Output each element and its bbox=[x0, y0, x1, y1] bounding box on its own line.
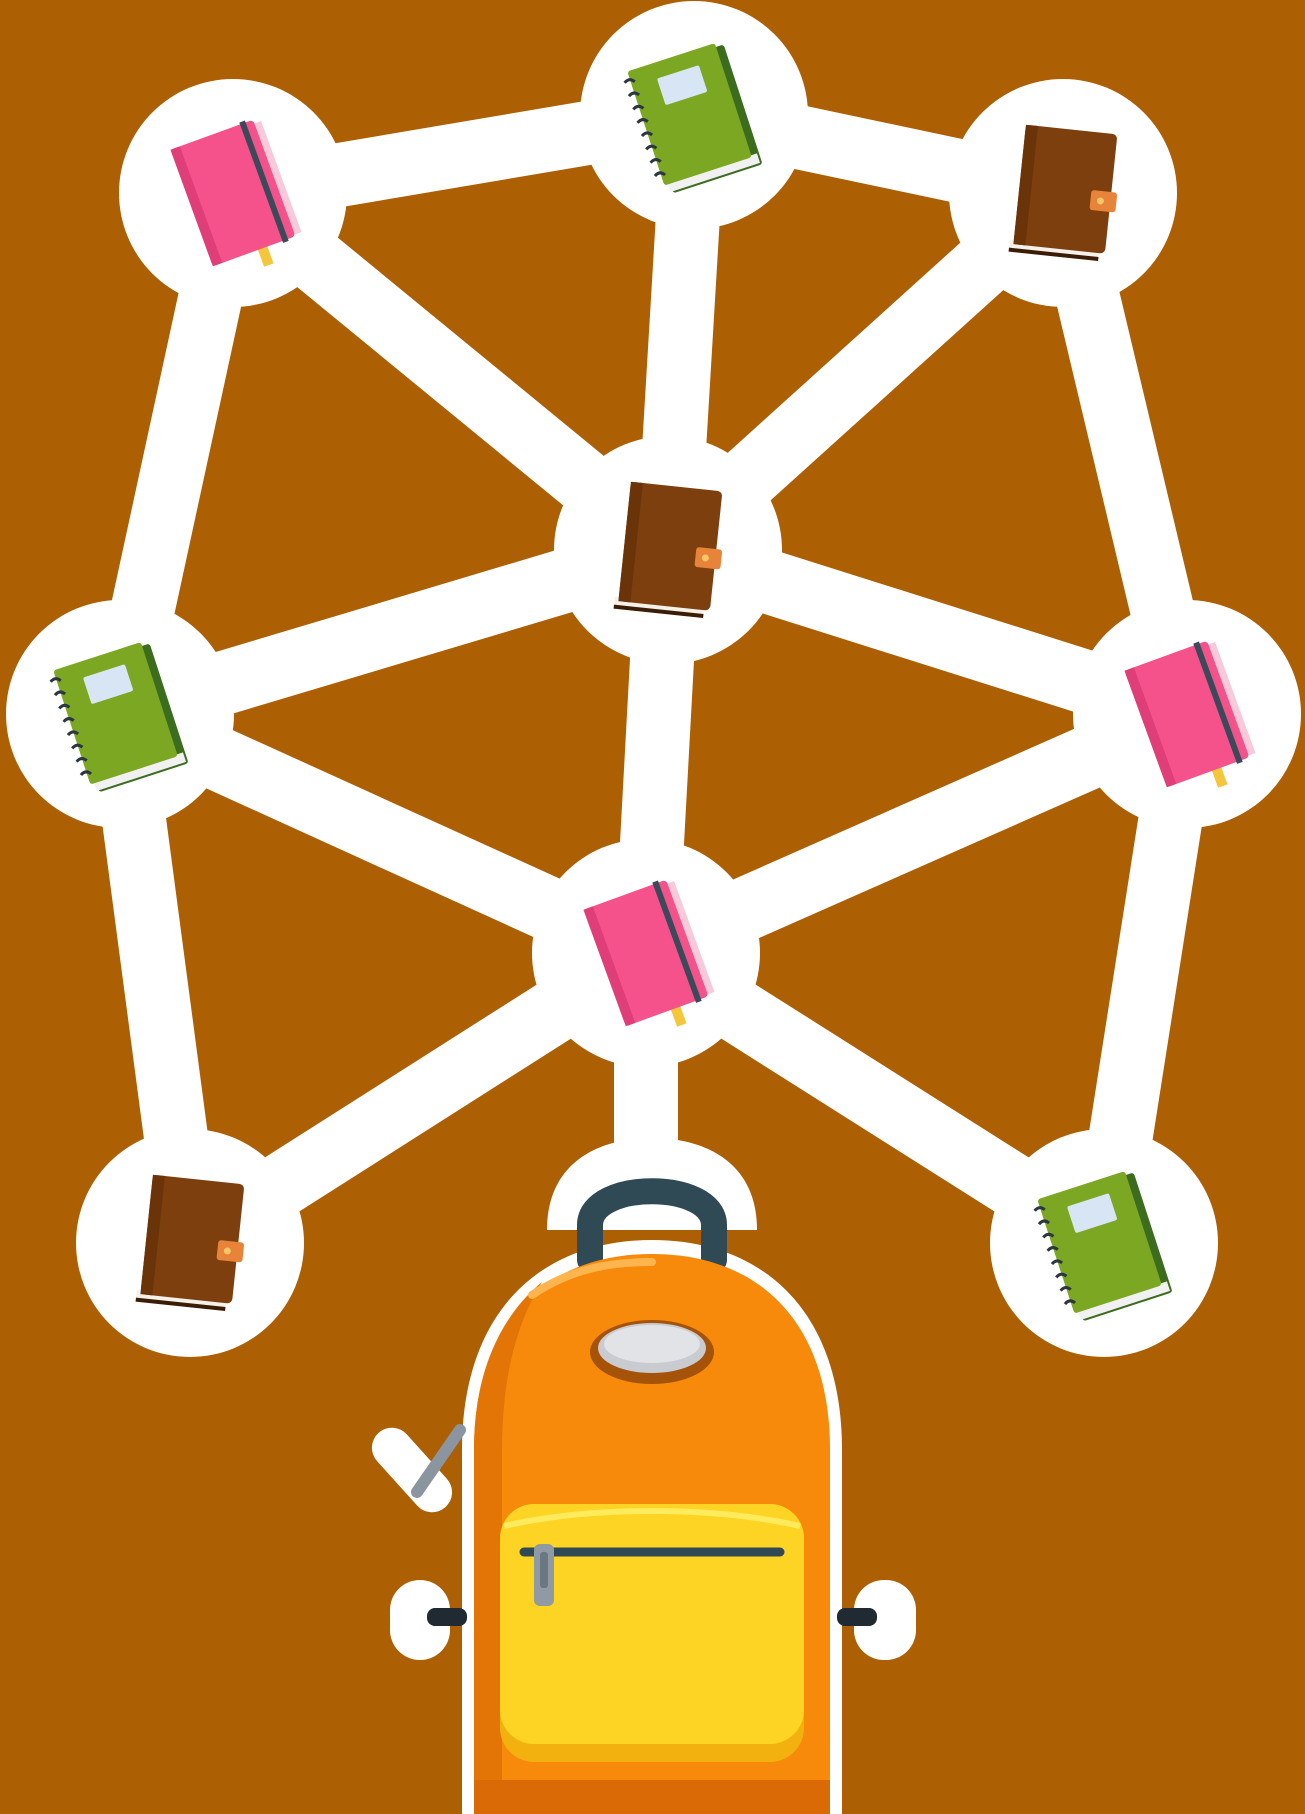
node-n1[interactable] bbox=[119, 79, 347, 307]
node-n9[interactable] bbox=[990, 1129, 1218, 1357]
backpack[interactable] bbox=[364, 1138, 916, 1814]
backpack-side-strap-right bbox=[837, 1608, 877, 1626]
node-n2[interactable] bbox=[580, 1, 808, 229]
node-n6[interactable] bbox=[1073, 600, 1301, 828]
node-n7[interactable] bbox=[532, 839, 760, 1067]
node-n3[interactable] bbox=[949, 79, 1177, 307]
node-n8[interactable] bbox=[76, 1129, 304, 1357]
node-n5[interactable] bbox=[6, 600, 234, 828]
node-n4[interactable] bbox=[554, 436, 782, 664]
backpack-side-strap-left bbox=[427, 1608, 467, 1626]
